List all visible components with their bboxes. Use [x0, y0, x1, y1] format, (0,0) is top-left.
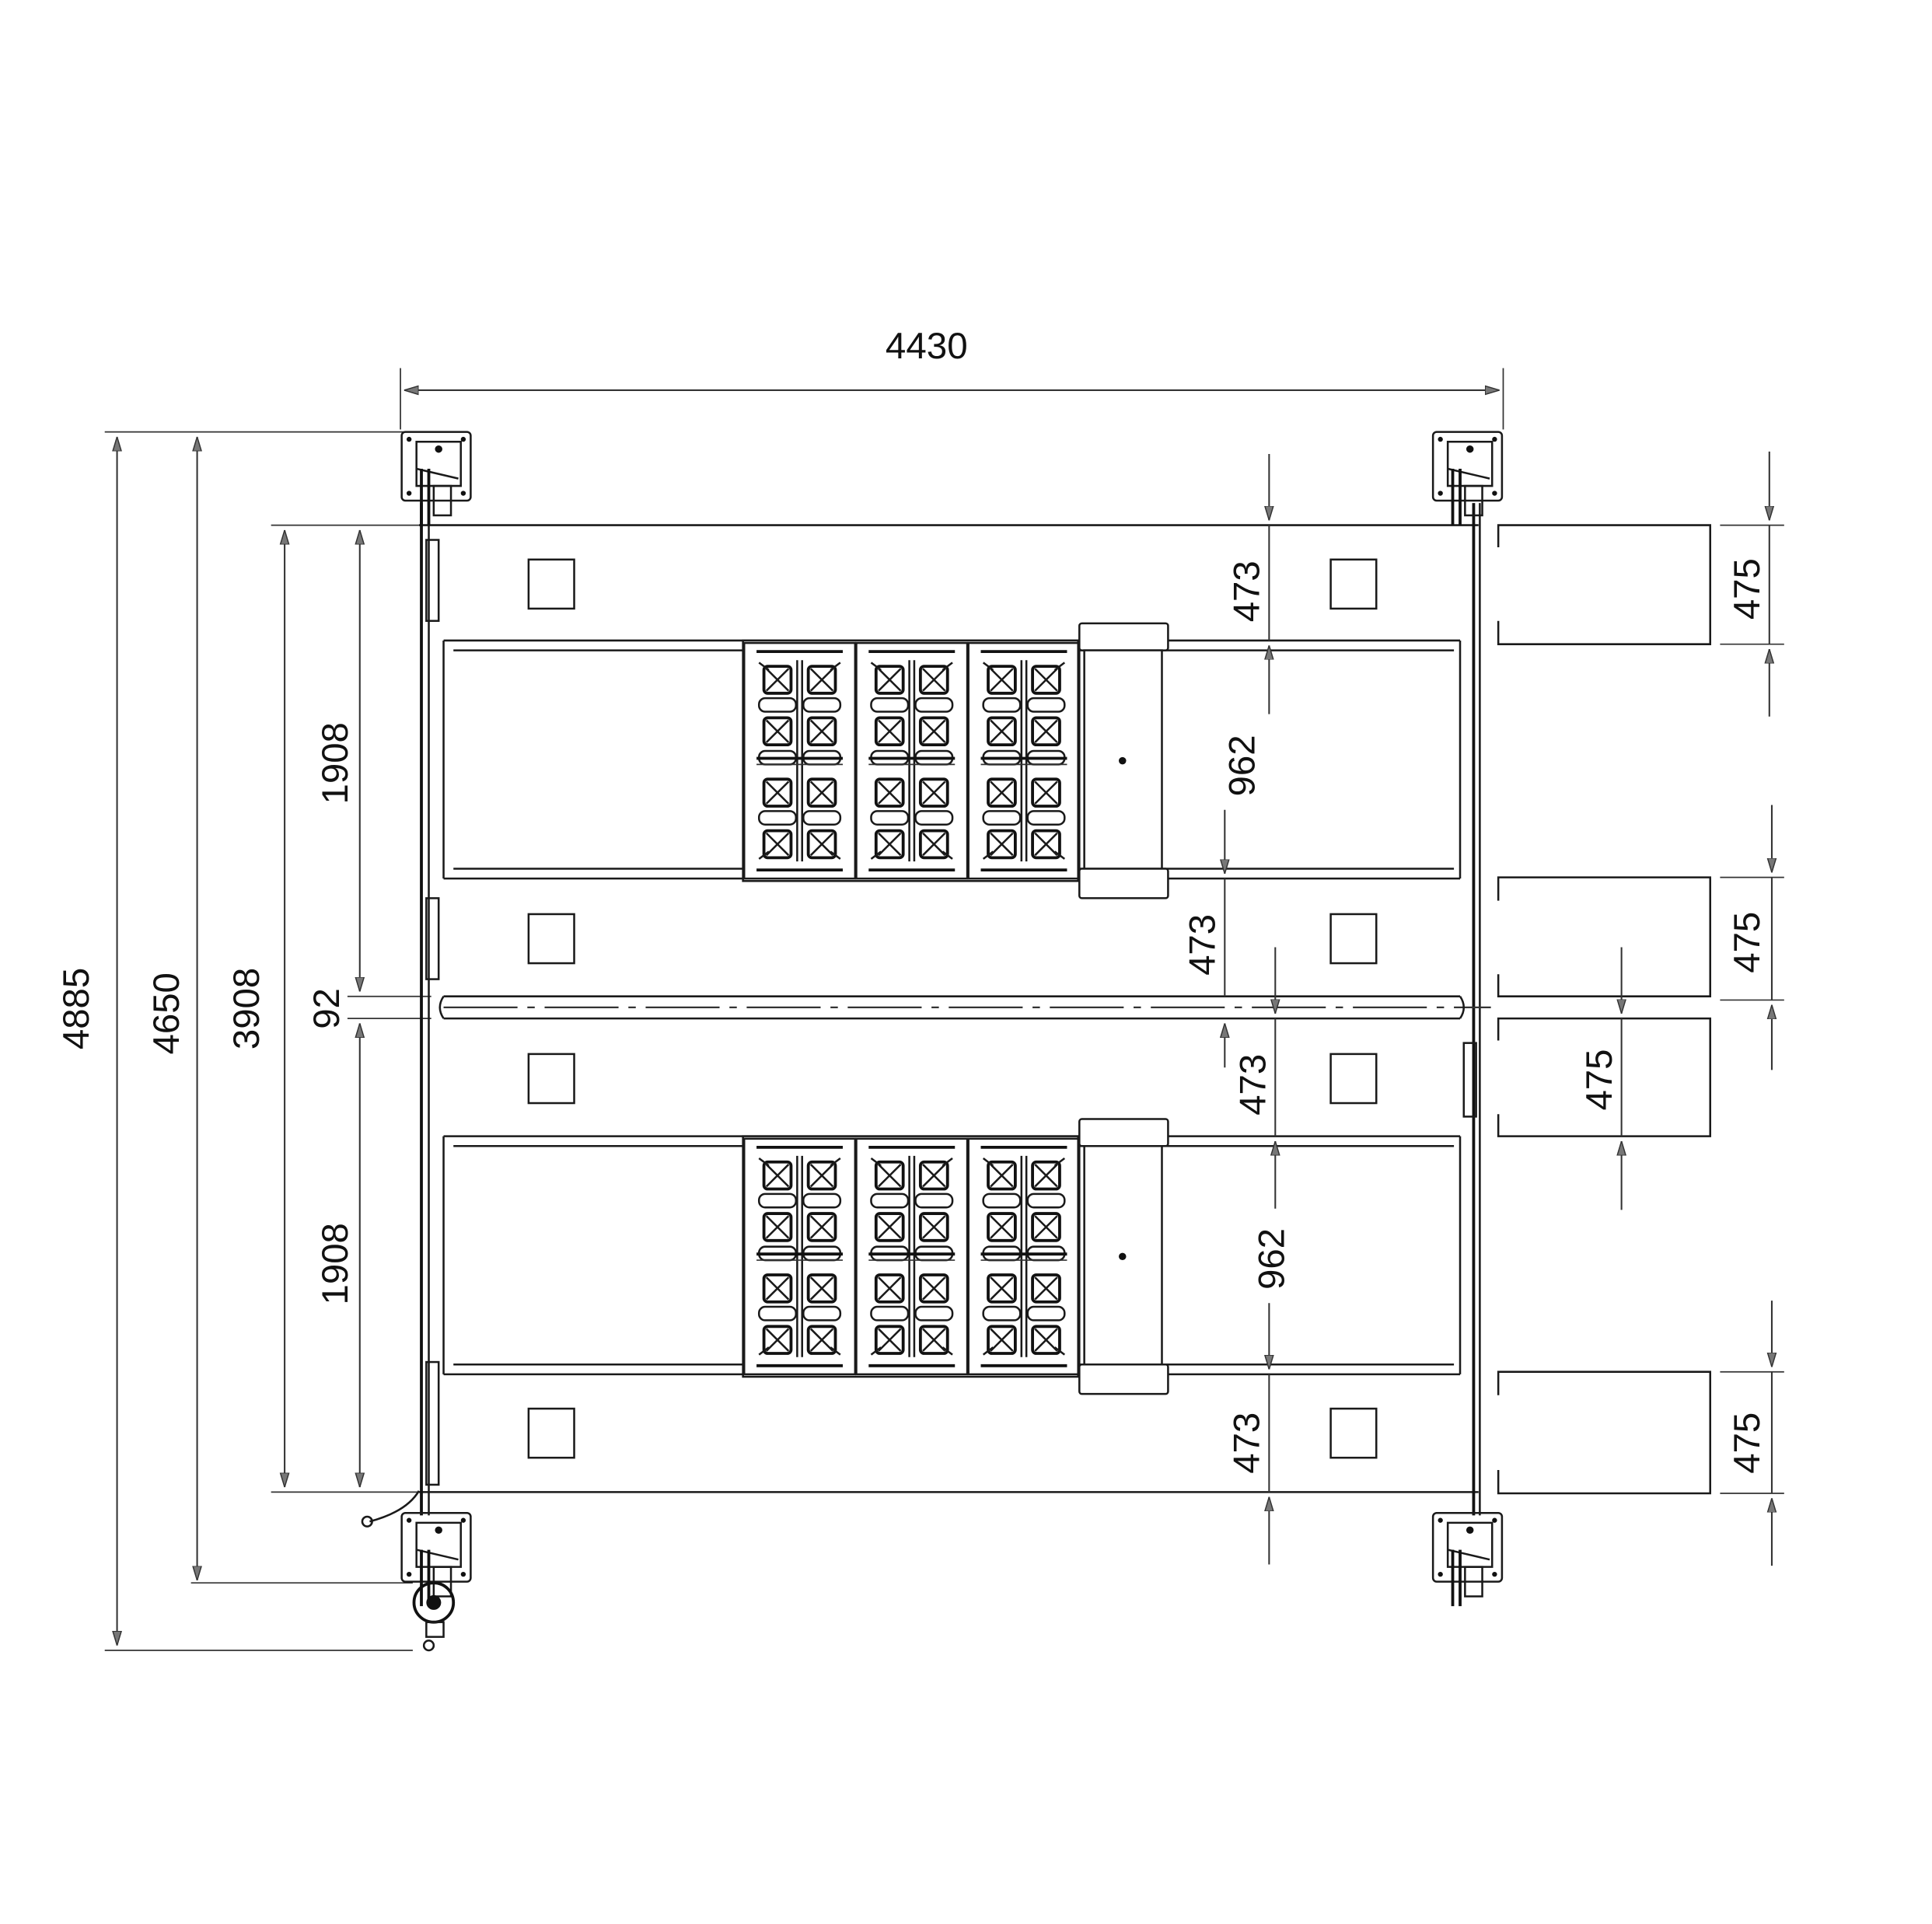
dim-473-upper-top: 473	[1227, 454, 1270, 714]
label-475-c: 475	[1579, 1049, 1620, 1111]
lower-left-pad-bottom	[527, 1407, 575, 1459]
dim-962-upper: 962	[1221, 735, 1263, 796]
dim-1908-upper: 1908	[315, 529, 360, 992]
label-1908-upper: 1908	[315, 722, 356, 804]
dim-3908: 3908	[226, 524, 419, 1493]
dim-4650: 4650	[146, 436, 413, 1584]
dim-overall-width: 4430	[400, 326, 1504, 430]
ramp-lower-bottom	[1497, 1371, 1711, 1495]
label-962-a: 962	[1221, 735, 1263, 796]
dim-4885: 4885	[56, 431, 413, 1651]
label-3908: 3908	[226, 968, 267, 1049]
turntables-lower	[742, 1135, 1080, 1378]
lower-left-pad-top	[527, 1053, 575, 1105]
dim-475-b: 475	[1720, 805, 1784, 1070]
turntables-upper	[742, 639, 1080, 882]
post-bottom-right	[1431, 1511, 1504, 1608]
post-top-left	[400, 430, 473, 527]
dim-475-c: 475	[1579, 947, 1622, 1210]
slip-plate-lower	[1078, 1118, 1169, 1395]
dim-92: 92	[306, 988, 431, 1029]
dim-473-mid-a: 473	[1183, 809, 1225, 1068]
dim-473-lower-bottom: 473	[1227, 1303, 1270, 1565]
label-473-a: 473	[1227, 560, 1268, 622]
dim-475-d: 475	[1720, 1301, 1784, 1566]
label-473-d: 473	[1227, 1412, 1268, 1474]
label-4430: 4430	[886, 326, 968, 367]
upper-right-pad-top	[1329, 558, 1378, 610]
label-4885: 4885	[56, 968, 97, 1049]
label-962-b: 962	[1251, 1228, 1292, 1290]
upper-left-pad-top	[527, 558, 575, 610]
dim-473-mid-b: 473	[1233, 947, 1276, 1209]
label-473-c: 473	[1233, 1054, 1274, 1116]
lower-right-pad-bottom	[1329, 1407, 1378, 1459]
label-1908-lower: 1908	[315, 1223, 356, 1304]
post-bottom-left	[400, 1511, 473, 1608]
label-475-d: 475	[1727, 1412, 1768, 1474]
dim-962-lower: 962	[1251, 1228, 1292, 1290]
lift-frame	[418, 503, 1481, 1516]
label-473-b: 473	[1183, 914, 1224, 976]
label-4650: 4650	[146, 972, 187, 1054]
label-92: 92	[306, 988, 348, 1029]
ramp-upper-top	[1497, 524, 1711, 645]
center-beam	[438, 995, 1491, 1020]
ramp-upper-bottom	[1497, 876, 1711, 997]
label-475-a: 475	[1727, 558, 1768, 620]
power-unit	[361, 1490, 456, 1652]
upper-right-pad-bottom	[1329, 913, 1378, 965]
post-top-right	[1431, 430, 1504, 527]
upper-left-pad-bottom	[527, 913, 575, 965]
slip-plate-upper	[1078, 622, 1169, 899]
ramp-lower-top	[1462, 1017, 1711, 1137]
dim-475-a: 475	[1720, 451, 1784, 717]
lower-right-pad-top	[1329, 1053, 1378, 1105]
dim-1908-lower: 1908	[315, 1023, 360, 1488]
label-475-b: 475	[1727, 912, 1768, 973]
